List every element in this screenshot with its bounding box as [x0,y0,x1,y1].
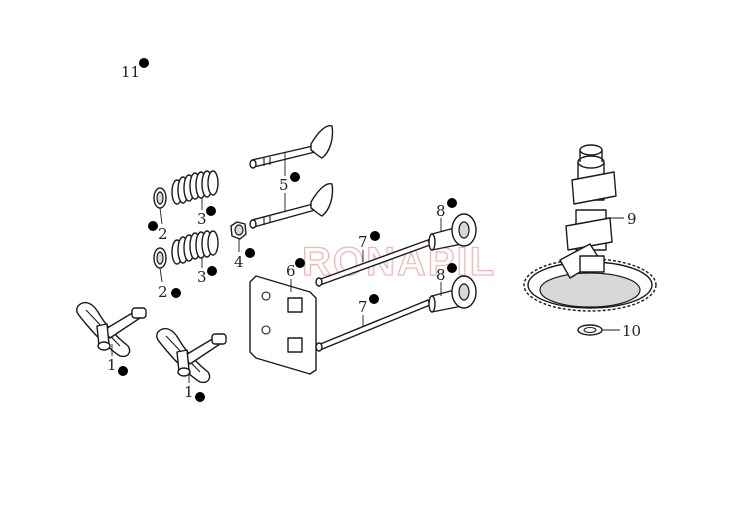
valve-upper [249,125,334,169]
callout-1a: 1 [107,344,128,376]
callout-5-dot [290,172,300,182]
spring-upper [171,170,219,205]
callout-5: 5 [279,153,300,212]
valve-seal [230,221,247,240]
callout-8a-dot [447,198,457,208]
guide-plate [249,275,317,375]
callout-2b-label: 2 [158,283,168,301]
callout-8b-dot [447,263,457,273]
callout-11: 11 [121,58,149,81]
callout-7a-label: 7 [358,233,368,251]
callout-1a-dot [118,366,128,376]
callout-3b: 3 [197,258,217,286]
callout-3a-label: 3 [197,210,207,228]
callout-7a: 7 [358,231,380,262]
callout-2b: 2 [158,267,181,301]
callout-2a-label: 2 [158,225,168,243]
callout-4: 4 [234,239,255,271]
valve-lower [249,183,334,229]
callout-5-label: 5 [279,176,289,194]
callout-4-dot [245,248,255,258]
callout-3b-dot [207,266,217,276]
tappet-upper [428,213,477,251]
callout-4-label: 4 [234,253,244,271]
callout-9-label: 9 [627,210,637,228]
retainer-lower [153,247,167,269]
callout-7b: 7 [358,294,379,326]
callout-2b-dot [171,288,181,298]
callout-8a: 8 [436,198,457,232]
callout-10-label: 10 [622,322,641,340]
washer [577,324,603,336]
callout-6-label: 6 [286,262,296,280]
callout-6-dot [295,258,305,268]
callout-3b-label: 3 [197,268,207,286]
retainer-upper [153,187,167,209]
rocker-arm-right [156,327,227,384]
callout-7a-dot [370,231,380,241]
callout-1a-label: 1 [107,356,117,374]
tappet-lower [428,275,477,313]
callout-11-dot [139,58,149,68]
callout-1b-label: 1 [184,383,194,401]
spring-lower [171,230,219,265]
callout-7b-dot [369,294,379,304]
rocker-arm-left [76,301,147,358]
callout-1b-dot [195,392,205,402]
callout-1b: 1 [184,372,205,402]
callout-8b-label: 8 [436,266,446,284]
callout-8b: 8 [436,263,457,296]
push-rod-lower [315,299,431,352]
callout-2a-dot [148,221,158,231]
callout-8a-label: 8 [436,202,446,220]
callout-3a: 3 [197,198,216,228]
callout-9: 9 [606,210,637,228]
callout-11-label: 11 [121,63,140,81]
camshaft-gear [523,144,657,312]
callout-2a: 2 [148,207,168,243]
callout-3a-dot [206,206,216,216]
callout-6: 6 [286,258,305,292]
callout-7b-label: 7 [358,298,368,316]
callout-10: 10 [602,322,641,340]
